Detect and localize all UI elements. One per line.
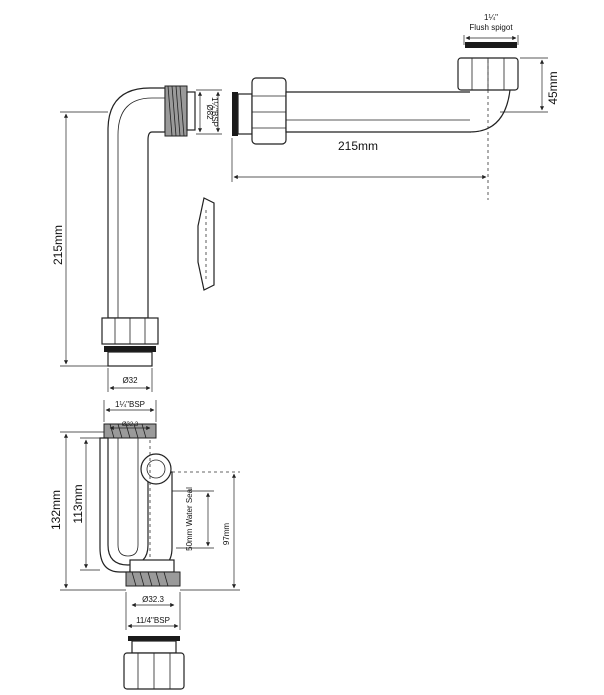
elbow-pipe [107,85,196,319]
label-spigot-fraction: 1¼" [484,13,498,22]
trap-bottom-thread [125,571,181,587]
bottle-trap [99,423,181,587]
label-dia-32: Ø32 [122,376,138,385]
spigot-seal [465,42,517,48]
label-bsp-trap-bottom: 11/4"BSP [136,616,170,625]
label-bsp-top: 1¼"BSP [210,97,219,127]
horizontal-pipe [232,42,519,145]
trap-side-port [140,453,172,485]
label-45mm: 45mm [546,71,560,104]
bottom-nut [123,636,185,690]
label-dia-82: Ø82 [205,104,214,120]
label-dia-323-top: Ø32.3 [122,422,139,428]
label-215mm-horizontal: 215mm [338,139,378,153]
label-113mm: 113mm [71,484,85,523]
washer [197,197,215,291]
label-215mm-vertical: 215mm [51,225,65,265]
label-132mm: 132mm [49,490,63,530]
label-bsp-trap-top: 1¼"BSP [115,400,145,409]
label-flush-spigot: Flush spigot [469,23,513,32]
label-dia-323-bottom: Ø32.3 [142,595,164,604]
label-97mm: 97mm [222,523,231,546]
label-water-seal: 50mm Water Seal [185,487,194,551]
elbow-bottom-nut [101,317,159,367]
